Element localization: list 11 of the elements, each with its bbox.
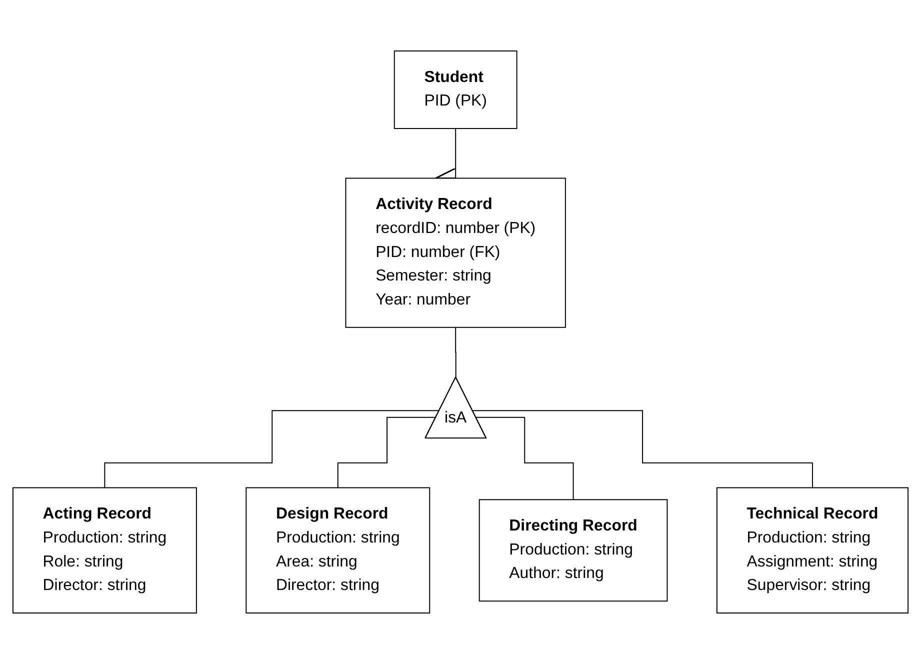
node-box: Technical Record Production: string Assignment: string Supervisor: string (716, 486, 909, 614)
node-box: Activity Record recordID: number (PK) PID: number (FK) Semester: string Year: number (345, 177, 566, 328)
node-box: Student PID (PK) (394, 50, 518, 129)
node-box: Acting Record Production: string Role: string Director: string (12, 486, 197, 614)
connector (475, 416, 574, 500)
node-box: Design Record Production: string Area: string Director: string (246, 486, 430, 614)
connector (455, 326, 457, 378)
connector (337, 416, 437, 488)
connector (104, 410, 440, 488)
node-box: Directing Record Production: string Author: string (478, 498, 668, 602)
connector (472, 410, 813, 488)
